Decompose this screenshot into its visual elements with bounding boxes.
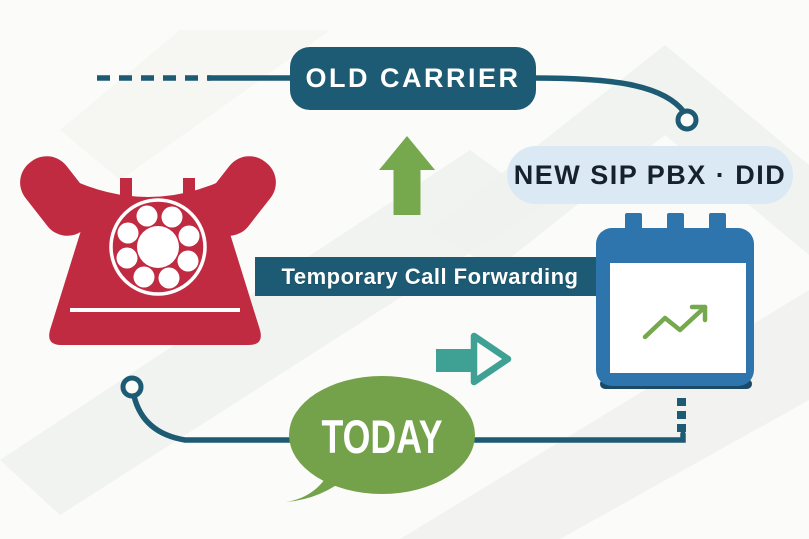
forwarding-band: Temporary Call Forwarding (255, 257, 605, 296)
calendar-growth-chart-icon (596, 213, 754, 389)
right-arrow-icon (436, 332, 512, 386)
forwarding-band-label: Temporary Call Forwarding (281, 263, 579, 289)
new-sip-pbx-node: NEW SIP PBX · DID (507, 146, 793, 204)
up-arrow-icon (379, 136, 435, 215)
new-sip-pbx-label: NEW SIP PBX · DID (513, 159, 787, 190)
today-speech-bubble (286, 376, 475, 502)
today-label: TODAY (321, 410, 443, 463)
growth-chart-icon (642, 304, 708, 340)
rotary-phone-icon (20, 156, 276, 345)
old-carrier-label: OLD CARRIER (305, 63, 521, 93)
rotary-dial (109, 198, 207, 296)
connector-ring-bottom (120, 375, 144, 399)
old-carrier-node: OLD CARRIER (290, 47, 536, 110)
calendar-page (610, 263, 746, 373)
bottom-connector-line (131, 393, 686, 443)
curve-top-right (530, 75, 687, 115)
dashed-line-vertical (677, 398, 686, 432)
connector-ring-top (675, 108, 699, 132)
